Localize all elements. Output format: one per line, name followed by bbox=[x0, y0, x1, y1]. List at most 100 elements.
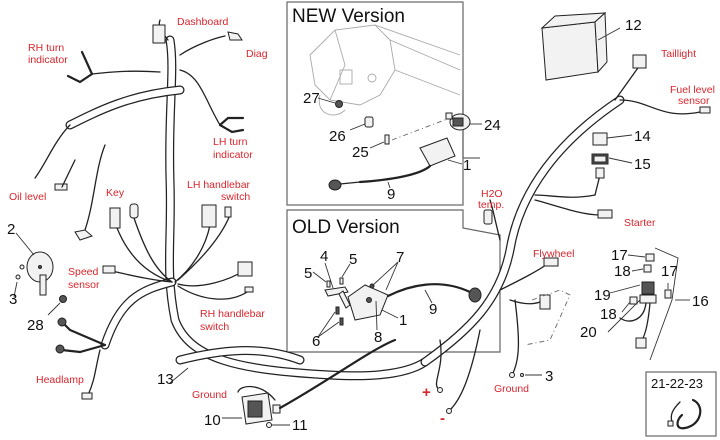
label-oil-level: Oil level bbox=[9, 191, 46, 203]
part-number-27: 27 bbox=[303, 90, 320, 107]
inset-connector-line bbox=[462, 90, 480, 159]
part-number-12: 12 bbox=[625, 17, 642, 34]
part-4-bracket bbox=[324, 262, 351, 309]
fuse-box-kit-part-16 bbox=[607, 247, 690, 361]
part-number-5b: 5 bbox=[349, 251, 357, 268]
label-lh-handlebar-switch-2: switch bbox=[221, 191, 250, 203]
part-number-17a: 17 bbox=[611, 247, 628, 264]
speed-sensor-wire bbox=[106, 269, 173, 283]
taillight-connector bbox=[632, 54, 647, 69]
fuse-cable-20 bbox=[619, 302, 647, 322]
key-connector-a bbox=[74, 229, 93, 241]
part-number-19: 19 bbox=[594, 287, 611, 304]
label-headlamp: Headlamp bbox=[36, 374, 84, 386]
clamp-kit-frame bbox=[645, 371, 717, 437]
part-number-26: 26 bbox=[329, 128, 346, 145]
part-number-21-22-23: 21-22-23 bbox=[651, 376, 703, 391]
part-6-screws bbox=[317, 306, 344, 338]
label-starter: Starter bbox=[624, 217, 656, 229]
fuel-level-connector bbox=[699, 106, 711, 114]
lh-handlebar-switch-lamp bbox=[224, 206, 232, 218]
part-number-14: 14 bbox=[634, 128, 651, 145]
ground-lead bbox=[511, 299, 520, 376]
label-key: Key bbox=[106, 187, 125, 199]
part-number-9-new: 9 bbox=[387, 186, 395, 203]
clamp-kit-inset bbox=[645, 371, 717, 437]
fuse-17a bbox=[645, 253, 655, 262]
label-ground-left: Ground bbox=[192, 389, 227, 401]
part-27-nut bbox=[317, 97, 343, 108]
old-version-title: OLD Version bbox=[292, 217, 400, 238]
clamp-ring bbox=[676, 398, 702, 430]
pickup-connector bbox=[539, 294, 551, 310]
part-7-screws-8-module bbox=[347, 261, 399, 331]
label-lh-turn-indicator-1: LH turn bbox=[213, 136, 248, 148]
part-number-17b: 17 bbox=[661, 263, 678, 280]
rh-handlebar-switch-connector bbox=[237, 261, 253, 277]
part-number-24: 24 bbox=[484, 117, 501, 134]
part-number-15: 15 bbox=[634, 156, 651, 173]
diag-connector bbox=[227, 31, 243, 41]
part-number-16: 16 bbox=[692, 293, 709, 310]
part-1-ignition-module-new bbox=[328, 137, 463, 191]
part-number-18b: 18 bbox=[600, 306, 617, 323]
taillight-wire bbox=[614, 64, 641, 101]
part-number-8: 8 bbox=[374, 329, 382, 346]
frame-ghost-drawing bbox=[309, 24, 461, 116]
fuse-18a bbox=[643, 264, 652, 273]
label-speed-sensor-1: Speed bbox=[68, 266, 99, 278]
starter-connector bbox=[597, 209, 613, 219]
fuse-17b bbox=[664, 289, 672, 299]
relay-part-15 bbox=[591, 153, 633, 165]
h2o-temp-wire bbox=[489, 199, 501, 241]
fuse-18b bbox=[629, 296, 638, 305]
top-branches bbox=[66, 19, 245, 134]
part-number-28: 28 bbox=[27, 317, 44, 334]
label-lh-turn-indicator-2: indicator bbox=[213, 149, 253, 161]
fuel-level-wire bbox=[619, 99, 701, 115]
part-number-5a: 5 bbox=[304, 265, 312, 282]
part-25-screw bbox=[369, 134, 390, 149]
label-rh-turn-indicator-2: indicator bbox=[28, 54, 68, 66]
part-number-10: 10 bbox=[204, 412, 221, 429]
speed-sensor-connector bbox=[102, 265, 116, 274]
regulator-part-10 bbox=[222, 338, 397, 428]
part-24-pickup-sensor bbox=[445, 112, 482, 131]
part-number-20: 20 bbox=[580, 324, 597, 341]
relay-connector bbox=[595, 167, 605, 179]
new-version-title: NEW Version bbox=[292, 6, 405, 27]
relay-part-14 bbox=[592, 132, 633, 146]
label-taillight: Taillight bbox=[661, 48, 696, 60]
label-battery-minus: - bbox=[440, 410, 445, 427]
key-connector-b bbox=[109, 207, 121, 229]
part-number-2: 2 bbox=[7, 221, 15, 238]
label-ground-right: Ground bbox=[494, 383, 529, 395]
key-connector-c bbox=[129, 203, 139, 219]
part-number-1-new: 1 bbox=[463, 157, 471, 174]
part-number-9-old: 9 bbox=[429, 301, 437, 318]
part-number-3-ground: 3 bbox=[545, 368, 553, 385]
part-number-4: 4 bbox=[320, 248, 328, 265]
part-26-spacer bbox=[349, 116, 374, 131]
part-number-3-horn: 3 bbox=[9, 291, 17, 308]
label-h2o-temp-1: H2O bbox=[481, 188, 503, 200]
negative-lead bbox=[449, 329, 481, 411]
label-rh-turn-indicator-1: RH turn bbox=[28, 42, 64, 54]
dashboard-connector bbox=[152, 24, 166, 44]
part-5-screws bbox=[312, 263, 351, 288]
battery-part-12 bbox=[540, 11, 621, 81]
label-battery-plus: + bbox=[422, 384, 431, 401]
part-number-25: 25 bbox=[352, 144, 369, 161]
starter-wire bbox=[534, 199, 601, 216]
battery-leads bbox=[435, 299, 542, 414]
assembly-axis-line bbox=[391, 117, 451, 141]
horn-part-2 bbox=[13, 232, 67, 316]
oil-level-connector bbox=[54, 183, 68, 191]
label-h2o-temp-2: temp. bbox=[478, 199, 504, 211]
label-rh-handlebar-switch-1: RH handlebar bbox=[200, 308, 265, 320]
headlamp-connector bbox=[81, 392, 93, 400]
part-number-6: 6 bbox=[312, 333, 320, 350]
label-diag: Diag bbox=[246, 48, 268, 60]
main-harness-13 bbox=[65, 35, 625, 384]
handlebar-branches bbox=[174, 204, 254, 300]
